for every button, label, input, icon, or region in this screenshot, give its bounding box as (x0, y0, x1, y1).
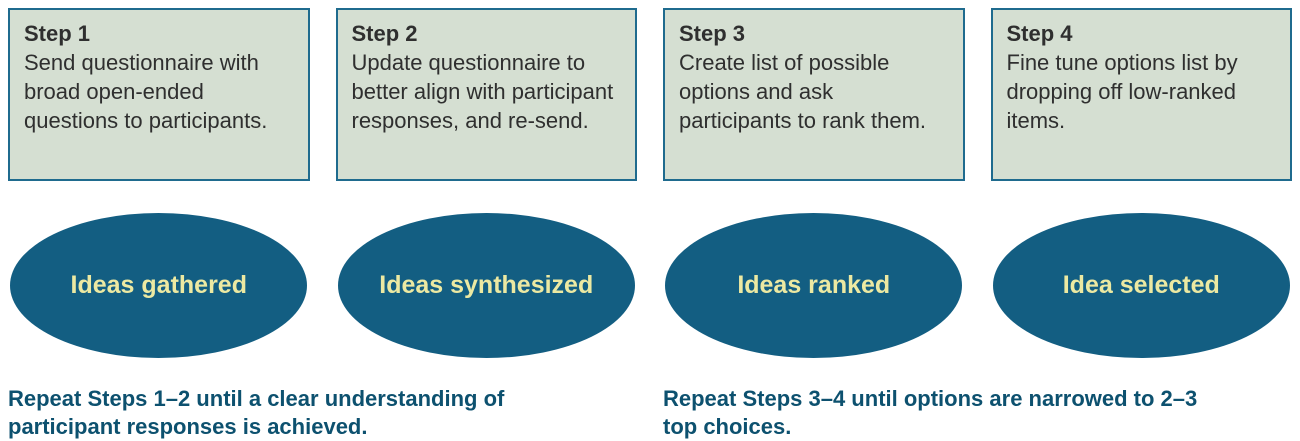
step-box-1: Step 1 Send questionnaire with broad ope… (8, 8, 310, 181)
outcome-ellipse-2: Ideas synthesized (337, 213, 635, 358)
outcome-ellipses-row: Ideas gathered Ideas synthesized Ideas r… (0, 181, 1300, 358)
step-title: Step 1 (24, 21, 91, 46)
step-box-4: Step 4 Fine tune options list by droppin… (990, 8, 1292, 181)
step-box-3: Step 3 Create list of possible options a… (663, 8, 965, 181)
step-description: Update questionnaire to better align wit… (351, 50, 614, 134)
outcome-ellipse-1: Ideas gathered (10, 213, 308, 358)
outcome-label: Ideas synthesized (379, 271, 594, 299)
repeat-caption-steps-3-4: Repeat Steps 3–4 until options are narro… (663, 386, 1198, 439)
step-title: Step 4 (1006, 21, 1073, 46)
step-description: Create list of possible options and ask … (679, 50, 927, 134)
step-description: Send questionnaire with broad open-ended… (24, 50, 268, 134)
outcome-label: Idea selected (1062, 271, 1220, 299)
step-title: Step 3 (679, 21, 746, 46)
outcome-label: Ideas ranked (737, 271, 891, 299)
outcome-label: Ideas gathered (70, 271, 247, 299)
captions-row: Repeat Steps 1–2 until a clear understan… (0, 358, 1300, 441)
outcome-ellipse-4: Idea selected (992, 213, 1290, 358)
step-box-2: Step 2 Update questionnaire to better al… (335, 8, 637, 181)
step-description: Fine tune options list by dropping off l… (1006, 50, 1238, 134)
repeat-caption-steps-1-2: Repeat Steps 1–2 until a clear understan… (8, 386, 505, 439)
step-boxes-row: Step 1 Send questionnaire with broad ope… (0, 0, 1300, 181)
outcome-ellipse-3: Ideas ranked (665, 213, 963, 358)
step-title: Step 2 (351, 21, 418, 46)
